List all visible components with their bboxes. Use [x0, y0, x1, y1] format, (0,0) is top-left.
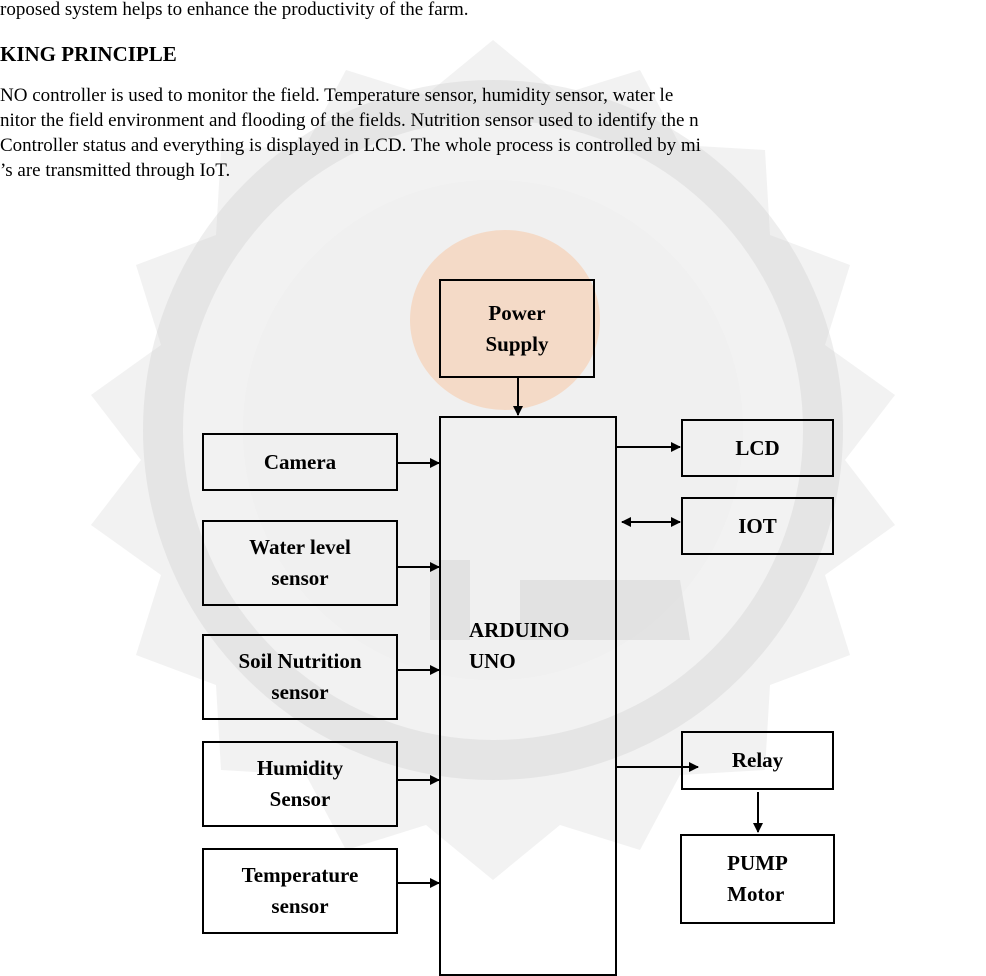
- water-level-label: sensor: [271, 566, 329, 590]
- section-heading: KING PRINCIPLE: [0, 42, 177, 66]
- water-level-sensor-block: Water level sensor: [202, 520, 398, 606]
- pump-motor-block: PUMP Motor: [680, 834, 835, 924]
- arduino-uno-block: [439, 416, 617, 976]
- relay-block: Relay: [681, 731, 834, 790]
- arduino-label-line: ARDUINO: [469, 618, 570, 642]
- text-line: Controller status and everything is disp…: [0, 135, 701, 156]
- temperature-label: Temperature: [241, 863, 359, 887]
- camera-block: Camera: [202, 433, 398, 491]
- arduino-uno-label: ARDUINO UNO: [469, 615, 569, 677]
- humidity-label: Humidity: [256, 756, 344, 780]
- temperature-sensor-block: Temperature sensor: [202, 848, 398, 934]
- iot-block: IOT: [681, 497, 834, 555]
- text-line: nitor the field environment and flooding…: [0, 110, 699, 131]
- iot-label: IOT: [738, 513, 777, 538]
- power-supply-label: Supply: [485, 331, 549, 356]
- pump-label: Motor: [727, 882, 785, 906]
- camera-label: Camera: [263, 449, 337, 474]
- lcd-block: LCD: [681, 419, 834, 477]
- water-level-label: Water level: [249, 535, 351, 559]
- relay-label: Relay: [731, 748, 784, 772]
- lcd-label: LCD: [735, 435, 780, 460]
- arduino-label-line: UNO: [469, 649, 516, 673]
- soil-nutrition-label: sensor: [271, 680, 329, 704]
- power-supply-label: Power: [488, 300, 546, 325]
- soil-nutrition-label: Soil Nutrition: [238, 649, 362, 673]
- temperature-label: sensor: [271, 894, 329, 918]
- text-line: NO controller is used to monitor the fie…: [0, 85, 674, 106]
- text-line: roposed system helps to enhance the prod…: [0, 0, 469, 20]
- humidity-label: Sensor: [269, 787, 331, 811]
- text-line: ’s are transmitted through IoT.: [0, 160, 231, 181]
- pump-label: PUMP: [727, 851, 788, 875]
- soil-nutrition-sensor-block: Soil Nutrition sensor: [202, 634, 398, 720]
